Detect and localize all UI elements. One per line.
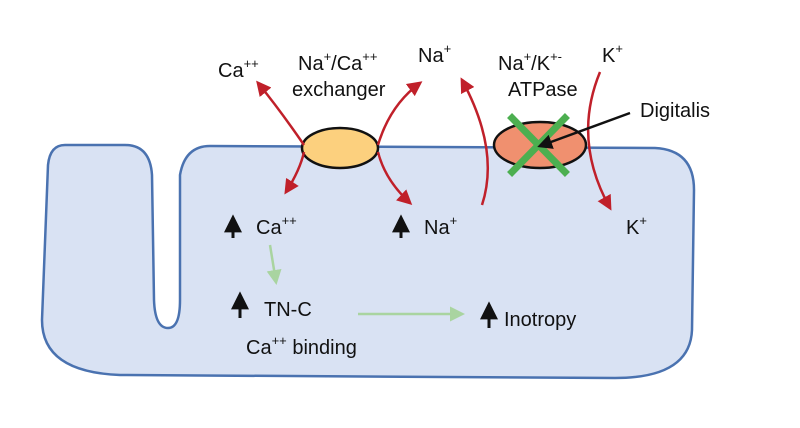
inotropy-label: Inotropy: [504, 309, 576, 331]
digitalis-pointer-arrow: [537, 111, 631, 149]
k-outside-label: K+: [602, 41, 623, 67]
ca-efflux-arrow: [256, 80, 306, 146]
na-inside-label: Na+: [424, 213, 457, 239]
ncx-label-line1: Na+/Ca++: [298, 49, 377, 75]
k-inside-label: K+: [626, 213, 647, 239]
ca-binding-label: Ca++ binding: [246, 333, 357, 359]
ca-to-tnc-arrow: [266, 244, 282, 285]
na-efflux-arrow-atpase: [460, 77, 490, 206]
na-outside-label: Na+: [418, 41, 451, 67]
nka-label-line1: Na+/K+-: [498, 49, 562, 75]
ca-inside-label: Ca++: [256, 213, 297, 239]
na-efflux-arrow-ncx: [376, 81, 423, 146]
digitalis-label: Digitalis: [640, 100, 710, 122]
k-influx-arrow: [586, 71, 612, 211]
ca-outside-label: Ca++: [218, 56, 259, 82]
ncx-label-line2: exchanger: [292, 79, 386, 101]
nka-label-line2: ATPase: [508, 79, 578, 101]
na-influx-arrow-ncx: [376, 151, 413, 206]
cell-membrane: [40, 143, 696, 380]
na-ca-exchanger: [300, 126, 380, 170]
tnc-label: TN-C: [264, 299, 312, 321]
ca-influx-arrow: [284, 151, 306, 195]
